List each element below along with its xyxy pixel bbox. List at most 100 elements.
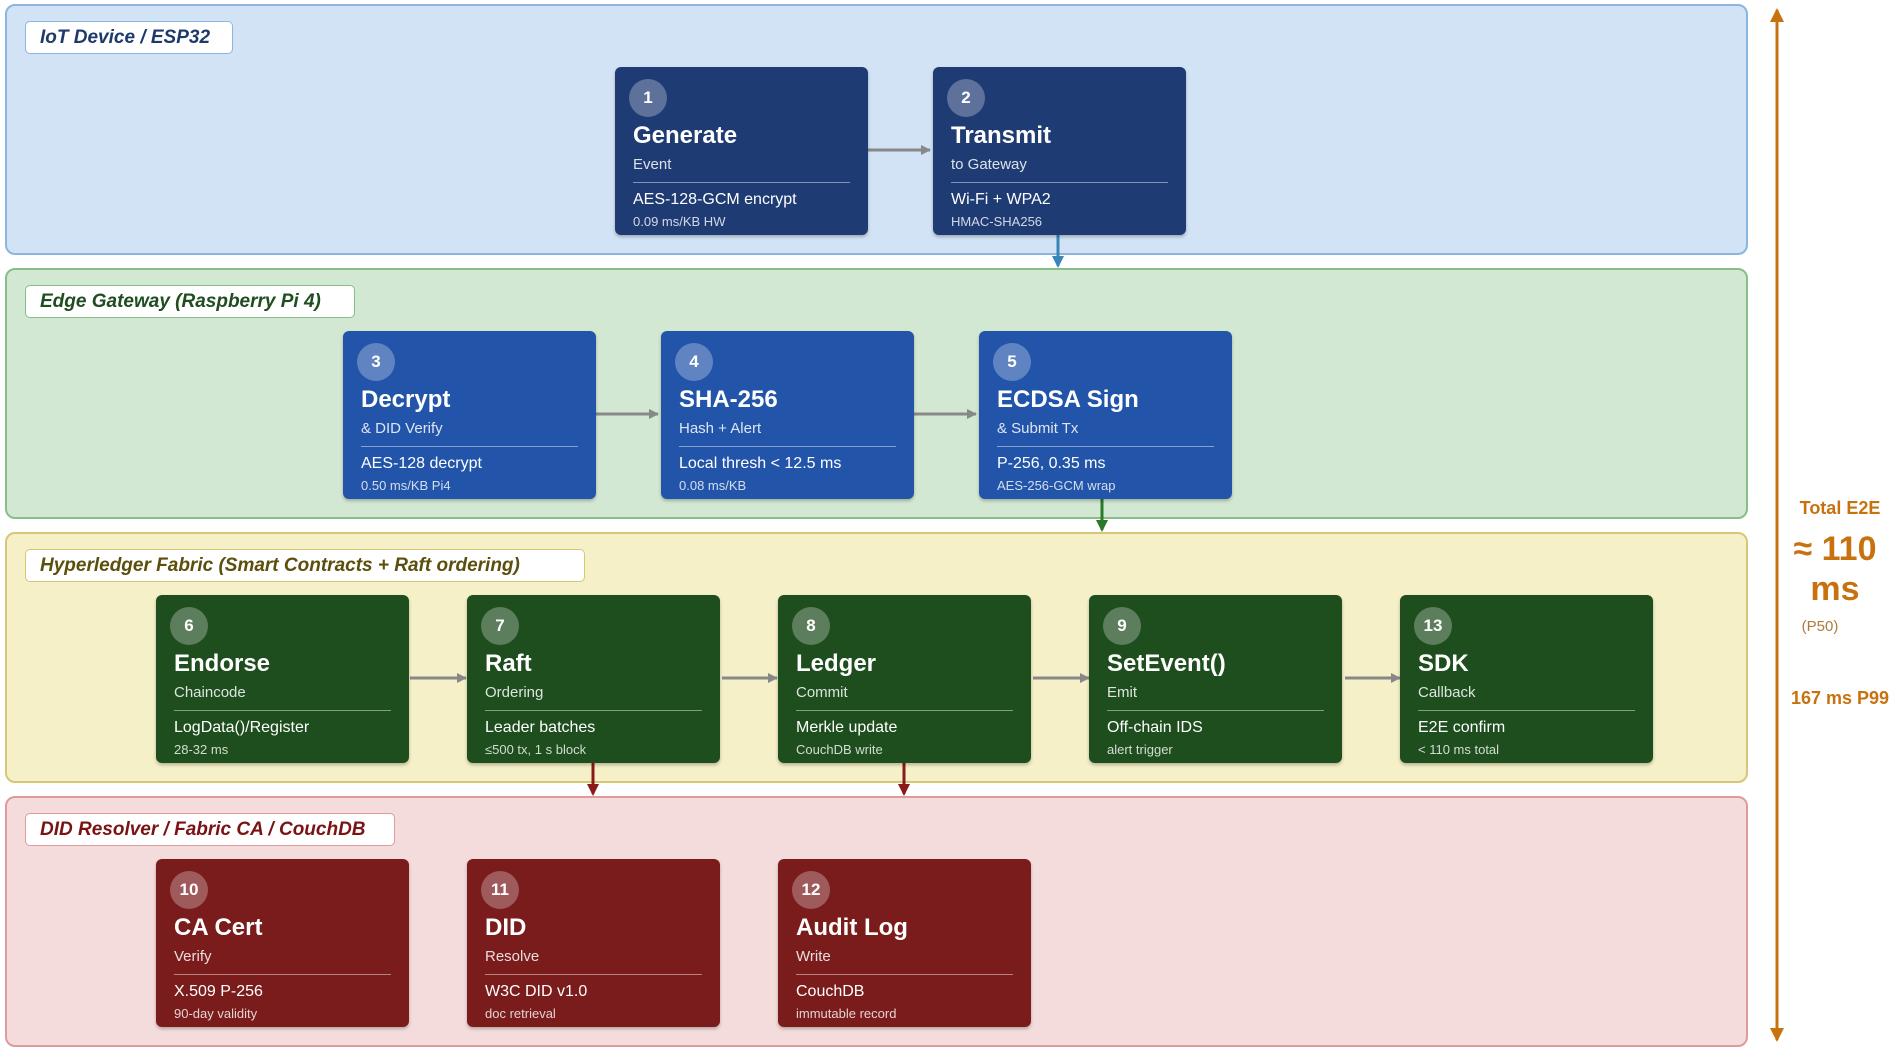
step-title: SetEvent()	[1107, 650, 1226, 677]
step-divider	[485, 710, 702, 711]
step-subtitle: Write	[796, 948, 831, 965]
step-divider	[485, 974, 702, 975]
step-title: DID	[485, 914, 527, 941]
step-2-transmit: 2 Transmit to Gateway Wi-Fi + WPA2 HMAC-…	[933, 67, 1186, 235]
step-3-decrypt: 3 Decrypt & DID Verify AES-128 decrypt 0…	[343, 331, 596, 499]
step-divider	[174, 974, 391, 975]
step-6-endorse: 6 Endorse Chaincode LogData()/Register 2…	[156, 595, 409, 763]
step-metric: 0.08 ms/KB	[679, 478, 747, 493]
step-subtitle: Commit	[796, 684, 848, 701]
step-divider	[997, 446, 1214, 447]
step-subtitle: Emit	[1107, 684, 1137, 701]
step-subtitle: & DID Verify	[361, 420, 443, 437]
total-e2e-label: Total E2E	[1799, 498, 1881, 518]
step-subtitle: Event	[633, 156, 672, 173]
lane-label-did: DID Resolver / Fabric CA / CouchDB	[25, 813, 395, 846]
step-metric: alert trigger	[1107, 742, 1173, 757]
step-metric: CouchDB write	[796, 742, 883, 757]
step-number: 7	[481, 607, 519, 645]
step-subtitle: Verify	[174, 948, 212, 965]
step-number: 12	[792, 871, 830, 909]
step-5-ecdsa-sign: 5 ECDSA Sign & Submit Tx P-256, 0.35 ms …	[979, 331, 1232, 499]
step-11-did: 11 DID Resolve W3C DID v1.0 doc retrieva…	[467, 859, 720, 1027]
step-title: ECDSA Sign	[997, 386, 1139, 413]
step-detail: Merkle update	[796, 719, 898, 736]
total-e2e-p99: 167 ms P99	[1790, 688, 1890, 708]
step-1-generate: 1 Generate Event AES-128-GCM encrypt 0.0…	[615, 67, 868, 235]
step-number: 8	[792, 607, 830, 645]
step-title: Generate	[633, 122, 738, 149]
step-divider	[679, 446, 896, 447]
step-detail: E2E confirm	[1418, 719, 1506, 736]
step-metric: < 110 ms total	[1418, 742, 1500, 757]
step-divider	[361, 446, 578, 447]
step-detail: P-256, 0.35 ms	[997, 455, 1106, 472]
step-subtitle: Callback	[1418, 684, 1476, 701]
total-e2e-p50: (P50)	[1801, 618, 1839, 635]
step-number: 2	[947, 79, 985, 117]
total-e2e-unit: ms	[1810, 570, 1860, 608]
lane-label-iot: IoT Device / ESP32	[25, 21, 233, 54]
step-detail: AES-128 decrypt	[361, 455, 482, 472]
step-title: Transmit	[951, 122, 1052, 149]
step-number: 3	[357, 343, 395, 381]
step-subtitle: Resolve	[485, 948, 540, 965]
step-detail: AES-128-GCM encrypt	[633, 191, 797, 208]
step-9-setevent: 9 SetEvent() Emit Off-chain IDS alert tr…	[1089, 595, 1342, 763]
step-metric: ≤500 tx, 1 s block	[485, 742, 587, 757]
step-metric: 0.50 ms/KB Pi4	[361, 478, 451, 493]
step-title: SHA-256	[679, 386, 778, 413]
total-e2e-value: ≈ 110	[1793, 530, 1877, 568]
step-8-ledger: 8 Ledger Commit Merkle update CouchDB wr…	[778, 595, 1031, 763]
lane-iot-device: IoT Device / ESP32	[5, 4, 1748, 255]
step-detail: W3C DID v1.0	[485, 983, 588, 1000]
step-divider	[951, 182, 1168, 183]
step-detail: Wi-Fi + WPA2	[951, 191, 1051, 208]
step-divider	[1418, 710, 1635, 711]
step-metric: 28-32 ms	[174, 742, 229, 757]
step-divider	[796, 974, 1013, 975]
step-metric: doc retrieval	[485, 1006, 556, 1021]
step-metric: 90-day validity	[174, 1006, 258, 1021]
step-metric: AES-256-GCM wrap	[997, 478, 1116, 493]
step-divider	[1107, 710, 1324, 711]
step-number: 1	[629, 79, 667, 117]
step-detail: LogData()/Register	[174, 719, 310, 736]
step-subtitle: to Gateway	[951, 156, 1027, 173]
step-subtitle: Hash + Alert	[679, 420, 762, 437]
step-divider	[174, 710, 391, 711]
step-title: SDK	[1418, 650, 1469, 677]
step-title: Decrypt	[361, 386, 451, 413]
step-title: CA Cert	[174, 914, 263, 941]
step-title: Audit Log	[796, 914, 908, 941]
step-detail: Leader batches	[485, 719, 596, 736]
step-title: Ledger	[796, 650, 877, 677]
step-10-ca-cert: 10 CA Cert Verify X.509 P-256 90-day val…	[156, 859, 409, 1027]
step-12-audit-log: 12 Audit Log Write CouchDB immutable rec…	[778, 859, 1031, 1027]
step-metric: immutable record	[796, 1006, 897, 1021]
step-7-raft: 7 Raft Ordering Leader batches ≤500 tx, …	[467, 595, 720, 763]
step-number: 6	[170, 607, 208, 645]
step-detail: Local thresh < 12.5 ms	[679, 455, 842, 472]
step-title: Endorse	[174, 650, 271, 677]
step-metric: HMAC-SHA256	[951, 214, 1043, 229]
step-subtitle: & Submit Tx	[997, 420, 1079, 437]
lane-label-edge: Edge Gateway (Raspberry Pi 4)	[25, 285, 355, 318]
step-number: 13	[1414, 607, 1452, 645]
step-divider	[633, 182, 850, 183]
step-4-sha256: 4 SHA-256 Hash + Alert Local thresh < 12…	[661, 331, 914, 499]
step-number: 10	[170, 871, 208, 909]
step-metric: 0.09 ms/KB HW	[633, 214, 726, 229]
step-detail: CouchDB	[796, 983, 865, 1000]
lane-label-fabric: Hyperledger Fabric (Smart Contracts + Ra…	[25, 549, 585, 582]
step-number: 11	[481, 871, 519, 909]
step-title: Raft	[485, 650, 532, 677]
step-subtitle: Ordering	[485, 684, 544, 701]
step-13-sdk: 13 SDK Callback E2E confirm < 110 ms tot…	[1400, 595, 1653, 763]
step-detail: Off-chain IDS	[1107, 719, 1203, 736]
step-subtitle: Chaincode	[174, 684, 246, 701]
step-number: 9	[1103, 607, 1141, 645]
step-divider	[796, 710, 1013, 711]
step-number: 5	[993, 343, 1031, 381]
step-number: 4	[675, 343, 713, 381]
